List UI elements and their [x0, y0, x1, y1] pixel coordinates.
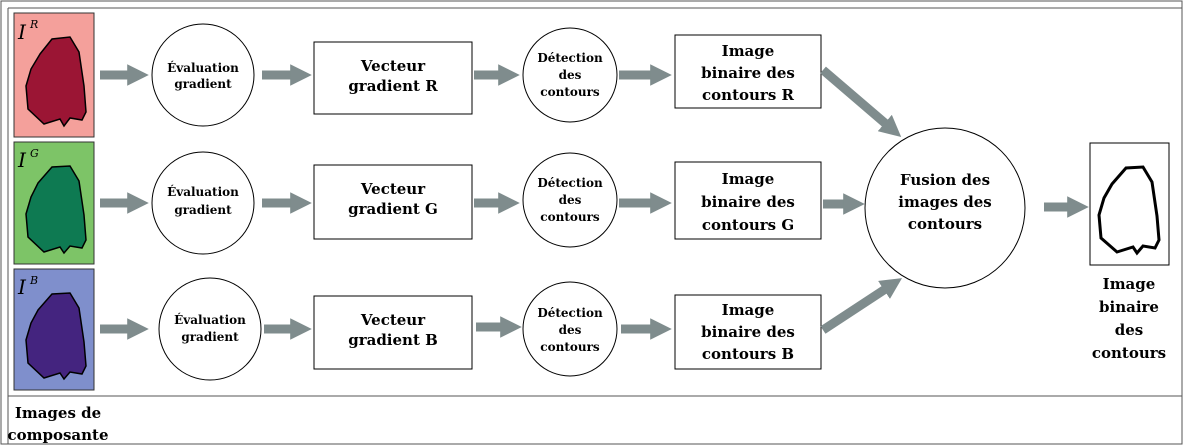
binary-label-b-1: Image: [722, 301, 775, 319]
vector-box-g: [313, 164, 473, 240]
detect-label-g-3: contours: [540, 210, 600, 224]
arrow-to-fusion-b: [820, 278, 903, 334]
binary-label-g-1: Image: [722, 170, 775, 188]
fusion-circle: [864, 127, 1026, 289]
vector-box-r: [313, 41, 473, 115]
components-caption-2: composante: [7, 426, 108, 444]
detect-label-g-2: des: [559, 193, 582, 207]
output-label-2: binaire: [1099, 298, 1159, 316]
output-contour: [1097, 165, 1161, 256]
detect-label-b-3: contours: [540, 340, 600, 354]
component-sup-g: G: [30, 147, 39, 160]
component-label-r: I: [17, 20, 27, 44]
eval-label-r-2: gradient: [174, 77, 232, 91]
vector-label-b-1: Vecteur: [360, 311, 426, 329]
vector-label-g-1: Vecteur: [360, 180, 426, 198]
eval-circle-r: [151, 23, 255, 127]
component-label-b: I: [17, 275, 27, 299]
fusion-label-2: images des: [898, 193, 991, 211]
object-shape-r: [25, 36, 87, 128]
eval-label-r-1: Évaluation: [167, 60, 239, 75]
binary-label-b-2: binaire des: [701, 323, 795, 341]
detect-circle-g: [522, 152, 618, 248]
vector-label-b-2: gradient B: [348, 331, 438, 349]
eval-label-g-2: gradient: [174, 203, 232, 217]
detect-label-g-1: Détection: [537, 176, 603, 190]
eval-circle-g: [151, 151, 255, 255]
detect-label-r-1: Détection: [537, 51, 603, 65]
binary-label-g-2: binaire des: [701, 193, 795, 211]
component-label-g: I: [17, 148, 27, 172]
fusion-label-3: contours: [908, 215, 982, 233]
object-shape-b: [25, 292, 87, 381]
detect-circle-b: [522, 281, 618, 377]
detect-label-b-1: Détection: [537, 306, 603, 320]
vector-label-r-1: Vecteur: [360, 57, 426, 75]
output-label-4: contours: [1092, 344, 1166, 362]
eval-circle-b: [158, 277, 262, 381]
detect-label-r-3: contours: [540, 85, 600, 99]
detect-label-b-2: des: [559, 323, 582, 337]
detect-circle-r: [522, 27, 618, 123]
detect-label-r-2: des: [559, 68, 582, 82]
binary-label-r-1: Image: [722, 42, 775, 60]
binary-box-r: [674, 34, 822, 109]
eval-label-g-1: Évaluation: [167, 184, 239, 199]
object-shape-g: [25, 165, 87, 255]
arrow-to-fusion-r: [820, 66, 902, 138]
components-caption-1: Images de: [15, 404, 101, 422]
row-blue: I B Évaluation gradient Vecteur gradient…: [13, 268, 822, 391]
output-label-1: Image: [1103, 275, 1156, 293]
component-sup-b: B: [29, 274, 38, 287]
row-red: I R Évaluation gradient Vecteur gradient…: [13, 12, 822, 138]
binary-box-g: [674, 161, 822, 240]
eval-label-b-2: gradient: [181, 330, 239, 344]
binary-label-g-3: contours G: [702, 216, 794, 234]
vector-label-r-2: gradient R: [348, 77, 438, 95]
output-label-3: des: [1115, 321, 1143, 339]
binary-label-b-3: contours B: [702, 345, 794, 363]
component-sup-r: R: [29, 18, 38, 31]
binary-label-r-3: contours R: [702, 86, 794, 104]
binary-box-b: [674, 294, 822, 370]
fusion-label-1: Fusion des: [900, 171, 990, 189]
eval-label-b-1: Évaluation: [174, 312, 246, 327]
vector-box-b: [313, 295, 473, 370]
row-green: I G Évaluation gradient Vecteur gradient…: [13, 141, 822, 265]
binary-label-r-2: binaire des: [701, 64, 795, 82]
vector-label-g-2: gradient G: [348, 200, 438, 218]
